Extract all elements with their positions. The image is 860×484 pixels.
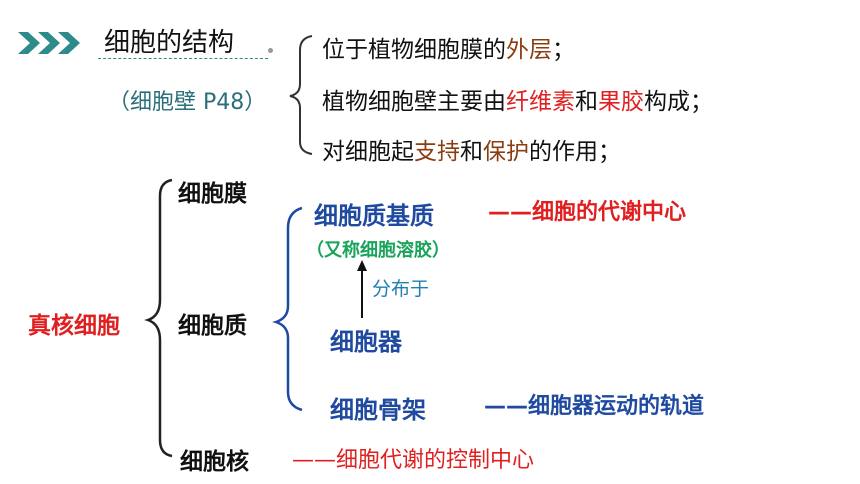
brace-cell-wall xyxy=(289,35,313,155)
matrix-alt-name: （又称细胞溶胶） xyxy=(306,240,450,261)
page-subtitle: （细胞壁 P48） xyxy=(108,90,267,115)
highlight-pectin: 果胶 xyxy=(598,89,644,115)
node-cytoplasm: 细胞质 xyxy=(178,313,247,339)
arrow-head-icon xyxy=(357,260,367,271)
highlight-protect: 保护 xyxy=(483,139,529,165)
title-dot xyxy=(268,48,273,53)
cell-wall-line-3: 对细胞起支持和保护的作用； xyxy=(322,132,621,166)
text: ； xyxy=(552,37,575,63)
highlight-cellulose: 纤维素 xyxy=(506,89,575,115)
highlight-outer-layer: 外层 xyxy=(506,37,552,63)
brace-cytoplasm xyxy=(272,206,303,412)
arrow-label: 分布于 xyxy=(372,278,430,300)
cell-wall-line-2: 植物细胞壁主要由纤维素和果胶构成； xyxy=(322,82,713,116)
node-cell-membrane: 细胞膜 xyxy=(178,181,247,207)
node-cytoskeleton: 细胞骨架 xyxy=(330,396,426,424)
text: 位于植物细胞膜的 xyxy=(322,37,506,63)
nucleus-note: ——细胞代谢的控制中心 xyxy=(292,448,535,473)
brace-eukaryote xyxy=(144,178,173,458)
text: 的作用； xyxy=(529,139,621,165)
node-organelles: 细胞器 xyxy=(330,328,402,356)
highlight-support: 支持 xyxy=(414,139,460,165)
cell-wall-line-1: 位于植物细胞膜的外层； xyxy=(322,30,575,64)
node-nucleus: 细胞核 xyxy=(180,449,249,475)
matrix-note: ——细胞的代谢中心 xyxy=(488,200,687,225)
page-title: 细胞的结构 xyxy=(104,28,235,58)
text: 构成； xyxy=(644,89,713,115)
text: 和 xyxy=(575,89,598,115)
text: 和 xyxy=(460,139,483,165)
node-cytoplasmic-matrix: 细胞质基质 xyxy=(314,202,434,230)
title-underline xyxy=(98,58,268,59)
cytoskeleton-note: ——细胞器运动的轨道 xyxy=(484,394,705,419)
text: 植物细胞壁主要由 xyxy=(322,89,506,115)
triple-chevron-icon xyxy=(18,32,80,54)
node-eukaryotic-cell: 真核细胞 xyxy=(28,313,120,339)
text: 对细胞起 xyxy=(322,139,414,165)
